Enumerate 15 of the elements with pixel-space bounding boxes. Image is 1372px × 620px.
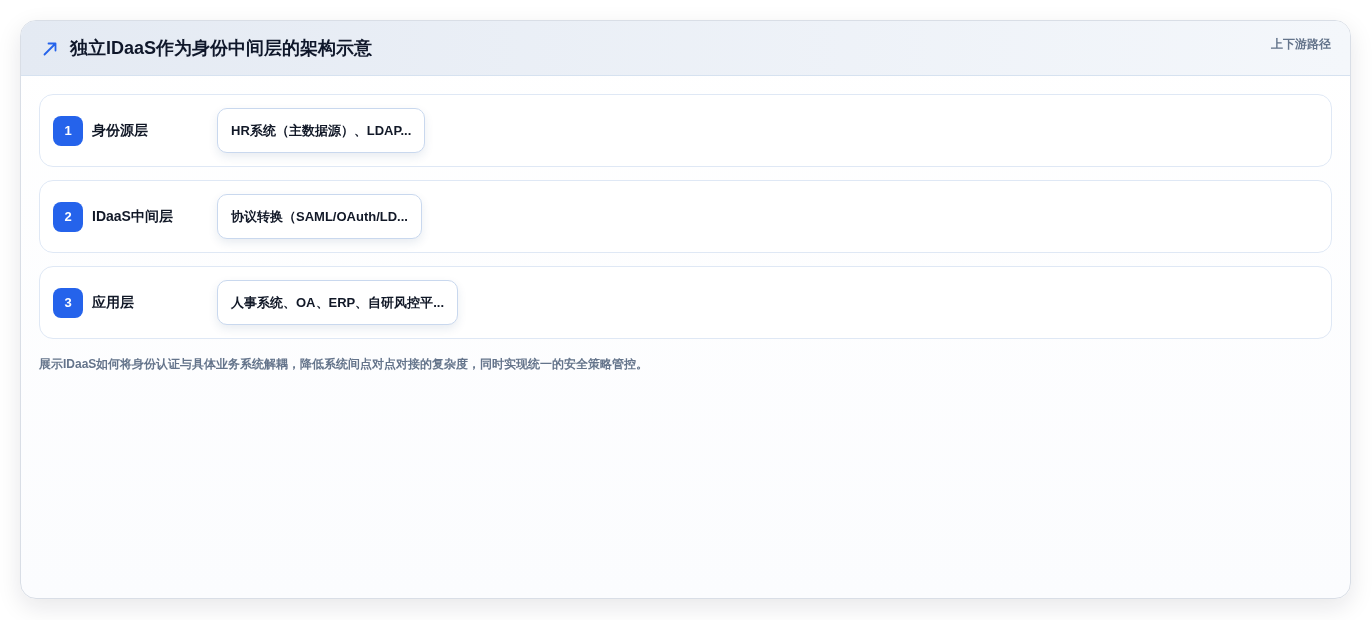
layer-name: 身份源层 [92, 121, 149, 140]
component-tag: 协议转换（SAML/OAuth/LD... [217, 194, 422, 239]
step-number-badge: 2 [53, 201, 83, 232]
layer-row [39, 266, 1332, 339]
layer-row [39, 94, 1332, 167]
component-tag: 人事系统、OA、ERP、自研风控平... [217, 280, 459, 325]
layer-name: 应用层 [92, 293, 135, 312]
caption-text: 展示IDaaS如何将身份认证与具体业务系统解耦，降低系统间点对点对接的复杂度，同时实现统一的安全策略管控。 [39, 356, 650, 373]
component-tag: HR系统（主数据源）、LDAP... [217, 108, 426, 153]
step-number-badge: 1 [53, 115, 83, 146]
diagram-title: 独立IDaaS作为身份中间层的架构示意 [70, 37, 373, 60]
layer-name: IDaaS中间层 [92, 207, 174, 226]
header-note: 上下游路径 [1271, 36, 1331, 52]
layer-row [39, 180, 1332, 253]
step-number-badge: 3 [53, 287, 83, 318]
